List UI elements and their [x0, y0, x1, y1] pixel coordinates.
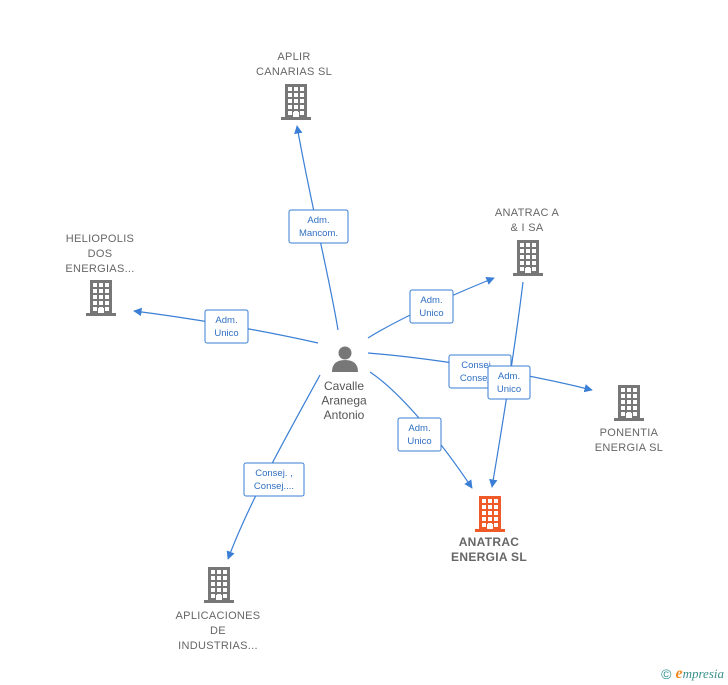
building-icon: [614, 385, 644, 421]
company-node-anatrac-ai[interactable]: ANATRAC A & I SA: [495, 207, 560, 276]
edge-label-box: [487, 365, 531, 400]
company-name: INDUSTRIAS...: [178, 640, 258, 652]
company-name: DE: [210, 625, 226, 637]
edge-label-heliopolis[interactable]: Adm. Unico: [204, 309, 249, 344]
company-name: & I SA: [511, 222, 544, 234]
company-name: DOS: [88, 248, 113, 260]
company-name: APLIR: [277, 51, 310, 63]
copyright-symbol: ©: [661, 666, 672, 682]
edge-label-anatrac-ai[interactable]: Adm. Unico: [409, 289, 454, 324]
edges-layer: [133, 125, 593, 560]
building-icon: [513, 240, 543, 276]
company-name: ENERGIAS...: [65, 263, 134, 275]
edge-label-text: Adm.: [498, 371, 520, 382]
edge-label-text: Unico: [407, 436, 431, 447]
building-icon: [475, 496, 505, 532]
edge-label-text: Adm.: [307, 215, 329, 226]
edge-label-box: [409, 289, 454, 324]
brand-logo: empresia: [675, 665, 724, 683]
edge-label-box: [288, 209, 349, 244]
edge-label-text: Mancom.: [299, 228, 338, 239]
edge-label-text: Adm.: [408, 423, 430, 434]
company-name: PONENTIA: [600, 427, 659, 439]
edge-label-text: Consej. ,: [255, 468, 293, 479]
person-name: Cavalle: [324, 379, 364, 393]
footer-brand[interactable]: © empresia: [661, 665, 724, 683]
company-name: ENERGIA SL: [451, 550, 527, 564]
edge-label-text: Unico: [214, 328, 238, 339]
brand-logo-rest: mpresia: [682, 666, 724, 681]
company-name: CANARIAS SL: [256, 66, 332, 78]
company-name: APLICACIONES: [176, 610, 261, 622]
building-icon: [86, 280, 116, 316]
building-icon: [204, 567, 234, 603]
company-name: ANATRAC A: [495, 207, 560, 219]
edge-label-box: [204, 309, 249, 344]
edge-label-aplicaciones[interactable]: Consej. , Consej....: [243, 462, 305, 497]
company-node-ponentia[interactable]: PONENTIA ENERGIA SL: [595, 385, 663, 454]
building-icon: [281, 84, 311, 120]
edge-label-text: Adm.: [215, 315, 237, 326]
edge-label-anatrac-energia[interactable]: Adm. Unico: [397, 417, 442, 452]
edge-label-aplir[interactable]: Adm. Mancom.: [288, 209, 349, 244]
edge-label-text: Unico: [497, 384, 521, 395]
edge-label-text: Consej. ,: [461, 360, 499, 371]
person-name: Antonio: [324, 408, 365, 422]
company-name: ENERGIA SL: [595, 442, 663, 454]
person-icon: [332, 346, 358, 372]
company-name: ANATRAC: [459, 535, 520, 549]
company-node-heliopolis[interactable]: HELIOPOLIS DOS ENERGIAS...: [65, 233, 134, 316]
edge-label-box: [243, 462, 305, 497]
edge-label-text: Adm.: [420, 295, 442, 306]
edge-label-text: Unico: [419, 308, 443, 319]
edge-label-text: Consej....: [254, 481, 294, 492]
edge-label-anatrac-ai-to-anatrac-energia[interactable]: Adm. Unico: [487, 365, 531, 400]
brand-logo-e: e: [675, 665, 683, 682]
edge-label-box: [397, 417, 442, 452]
edge-label-text: Consej....: [460, 373, 500, 384]
person-name: Aranega: [321, 394, 367, 408]
company-name: HELIOPOLIS: [66, 233, 134, 245]
nodes-layer: APLIR CANARIAS SL HELIOPOLIS DOS ENERGIAS...…: [65, 51, 663, 652]
company-node-aplicaciones[interactable]: APLICACIONES DE INDUSTRIAS...: [176, 567, 261, 652]
company-node-aplir[interactable]: APLIR CANARIAS SL: [256, 51, 332, 120]
